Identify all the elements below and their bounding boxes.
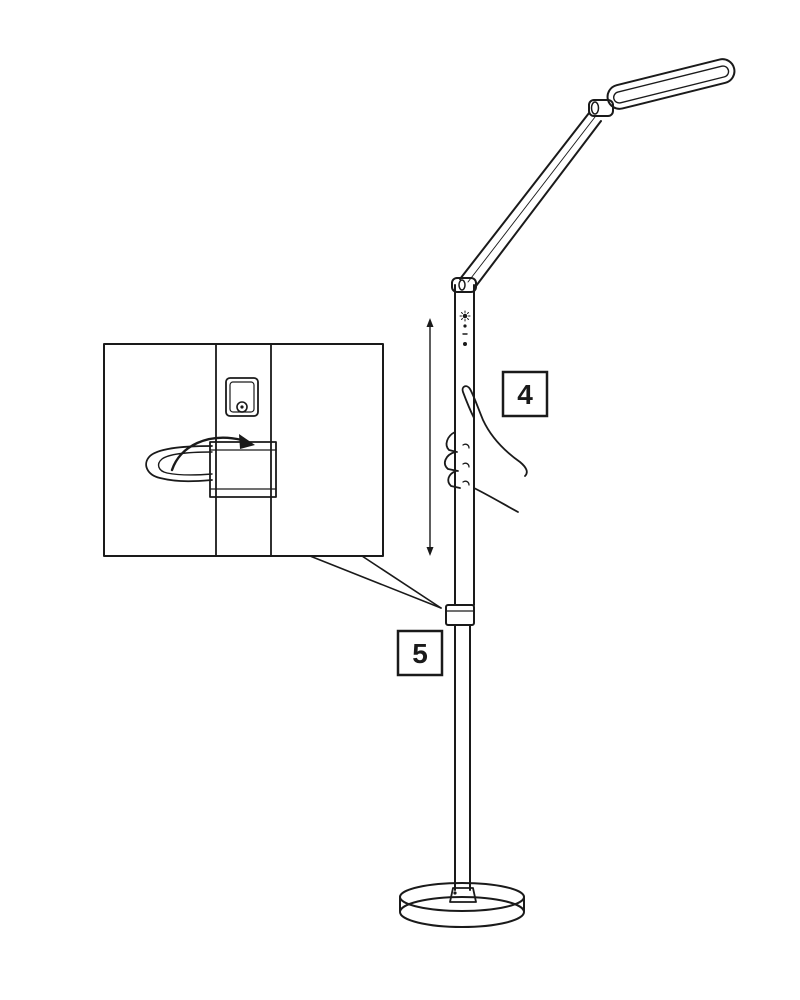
height-adjust-arrow [426,318,434,556]
brightness-icon [459,310,471,322]
upper-pole [454,284,475,606]
lamp-base [399,882,525,928]
lamp-arm [459,112,602,287]
svg-text:4: 4 [517,379,533,410]
power-dot-icon [463,342,467,346]
height-lock-collar [445,604,475,626]
svg-text:5: 5 [412,638,428,669]
hand-gripping-pole [444,385,528,513]
lock-clamp [145,441,277,498]
lower-pole [454,624,471,891]
step-4-label: 4 [501,370,549,418]
dim-dot-icon [463,324,467,328]
callout-pointer [309,555,442,609]
lamp-head [606,58,736,110]
power-socket-icon [225,377,259,417]
step-5-label: 5 [396,629,444,677]
rotate-lever-arrow-icon [170,434,255,472]
detail-inset [103,343,384,557]
touch-control-panel [459,310,471,346]
